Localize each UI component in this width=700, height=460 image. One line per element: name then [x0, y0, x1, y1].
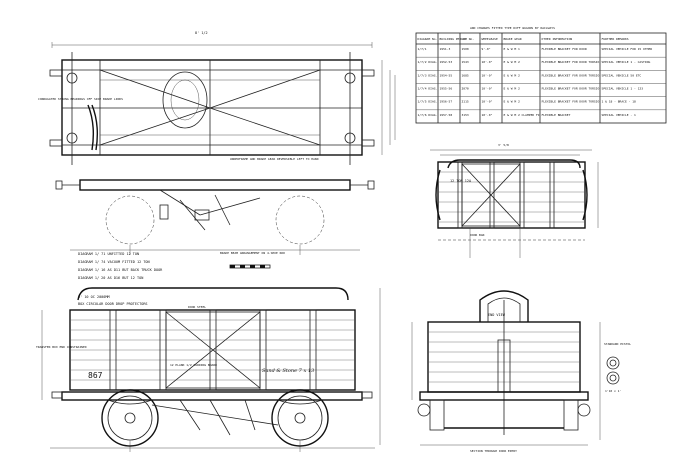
table-cell: FLEXIBLE BRACKET [542, 113, 571, 117]
table-cell: 1/7/4 DIAG. [418, 87, 438, 91]
table-cell: 1543 [462, 60, 469, 64]
table-cell: 1957-58 [440, 113, 453, 117]
table-cell: FLEXIBLE BRACKET FOR DOOR TORSIO [542, 100, 600, 104]
table-cell: E & W M 2 [504, 87, 520, 91]
section-label: SECTION THROUGH DOOR ENTRY [470, 449, 517, 453]
table-cell: E & W M 2 CLAMPED FI [504, 113, 540, 117]
table-cell: FLEXIBLE BRACKET FOR DOOR TORSIO [542, 73, 600, 77]
buffer-dim-label: 1'10 x 1' [605, 389, 621, 393]
table-cell: 1/7/5 DIAG. [418, 100, 438, 104]
diagram-line-2: DIAGRAM 1/ 74 VACUUM FITTED 12 TON [78, 260, 150, 264]
table-cell: E & W M 2 [504, 73, 520, 77]
buffer-label: STANDARD PISTOL [604, 342, 631, 346]
body-side-elevation: 867 Sand & Stone 7 x 13 5' 10 OC 2000MM … [36, 287, 381, 452]
end-view: SECTION THROUGH DOOR ENTRY END VIEW [411, 290, 601, 453]
table-cell: 10'-0" [482, 60, 493, 64]
table-cell: SPECIAL VEHICLE 1 - 123 [602, 87, 644, 91]
underframe-label: UNDERFRAME AND BRAKE GEAR REVERSIBLE LEF… [230, 157, 319, 161]
table-cell: 1951-3 [440, 47, 451, 51]
table-cell: 3153 [462, 113, 469, 117]
end-view-label: END VIEW [488, 313, 506, 317]
table-cell: 10'-0" [482, 113, 493, 117]
door-protectors-label: BOX CIRCULAR DOOR DROP PROTECTORS [78, 302, 148, 306]
table-cell: FLEXIBLE BRACKET FOR DOOR [542, 47, 587, 51]
brake-beam-label: BRAKE BEAM ARRANGEMENT ON 4-SHOE ROD [220, 251, 285, 255]
body-side-small: 12 TON 12A DOOR BAR 3' 5/8 [430, 143, 599, 258]
body-number: 867 [88, 371, 103, 380]
table-cell: 1956-57 [440, 100, 453, 104]
table-cell: 10'-0" [482, 100, 493, 104]
table-cell: E & W M 2 [504, 60, 520, 64]
table-cell: 1952-53 [440, 60, 453, 64]
table-header-cell: BRAKE GEAR [504, 37, 522, 41]
table-cell: 1955-56 [440, 87, 453, 91]
table-cell: 1/7/2 DIAG. [418, 60, 438, 64]
table-cell: SPECIAL VEHICLE FOR 15 OTHER [602, 47, 653, 51]
table-cell: 10'-0" [482, 87, 493, 91]
table-header-cell: DIAGRAM No. [418, 37, 438, 41]
body-plate-label: 12 TON 12A [450, 179, 472, 183]
table-header-cell: BUILDING PERIOD [440, 37, 467, 41]
table-cell: 1 & 18 - BRACE - 18 [602, 100, 637, 104]
table-cell: 10'-0" [482, 73, 493, 77]
table-cell: 1685 [462, 73, 469, 77]
table-title: AND CHANGES FITTED TYPE DIFF WAGONS BY R… [470, 26, 555, 30]
diagram-line-4: DIAGRAM 1/ 20 AS D16 BUT 12 TON [78, 276, 143, 280]
table-header-cell: OTHER INFORMATION [542, 37, 573, 41]
table-cell: SPECIAL VEHICLE - 1 [602, 113, 637, 117]
diagram-list: DIAGRAM 1/ 71 UNFITTED 12 TON DIAGRAM 1/… [78, 252, 163, 280]
table-cell: 1/7/6 DIAG. [418, 113, 438, 117]
diagram-line-3: DIAGRAM 1/ 16 AS D11 BUT BACK TRUCK DOOR [78, 268, 163, 272]
underframe-elevation: BRAKE BEAM ARRANGEMENT ON 4-SHOE ROD [55, 179, 375, 269]
strap-top-label: 5' 10 OC 2000MM [78, 295, 110, 299]
table-cell: 1500 [462, 47, 469, 51]
door-steel-label: DOOR STEEL [188, 305, 206, 309]
table-cell: SPECIAL VEHICLE 50 ETC [602, 73, 642, 77]
table-cell: 9'-0" [482, 47, 491, 51]
table-cell: FLEXIBLE BRACKET FOR DOOR TORSIO [542, 60, 600, 64]
table-cell: 1/7/3 DIAG. [418, 73, 438, 77]
plan-view: CORRUGATED STRONG BEARINGS OFF SIDE BRAK… [38, 31, 396, 165]
table-header-cell: FURTHER REMARKS [602, 37, 629, 41]
table-cell: 2070 [462, 87, 469, 91]
wagon-data-table: AND CHANGES FITTED TYPE DIFF WAGONS BY R… [415, 26, 667, 124]
table-cell: 2115 [462, 100, 469, 104]
table-cell: FLEXIBLE BRACKET FOR DOOR TORSIO [542, 87, 600, 91]
buffer-detail: STANDARD PISTOL 1'10 x 1' [604, 342, 631, 393]
diagram-line-1: DIAGRAM 1/ 71 UNFITTED 12 TON [78, 252, 139, 256]
end-plank-label: 12 PLANK 1/2 CARDING BOARD [170, 363, 217, 367]
table-cell: E & W M 1 [504, 47, 520, 51]
table-cell: E & W M 2 [504, 100, 520, 104]
table-cell: 1/7/1 [418, 47, 427, 51]
table-cell: SPECIAL VEHICLE 1 - CASTING [602, 60, 651, 64]
left-notes-label: TRANSFER BOX END CONSTRAINED [36, 345, 87, 349]
plan-top-dim: 8' 1/2 [195, 31, 208, 35]
table-header-cell: LOT No. [462, 37, 475, 41]
table-cell: 1954-55 [440, 73, 453, 77]
table-header-cell: WHEELBASE [482, 37, 498, 41]
side-dim-label: 3' 5/8 [498, 143, 509, 147]
owner-sign: Sand & Stone 7 x 13 [262, 368, 314, 374]
door-bar-label: DOOR BAR [470, 233, 485, 237]
corrugated-label: CORRUGATED STRONG BEARINGS OFF SIDE BRAK… [38, 97, 123, 101]
